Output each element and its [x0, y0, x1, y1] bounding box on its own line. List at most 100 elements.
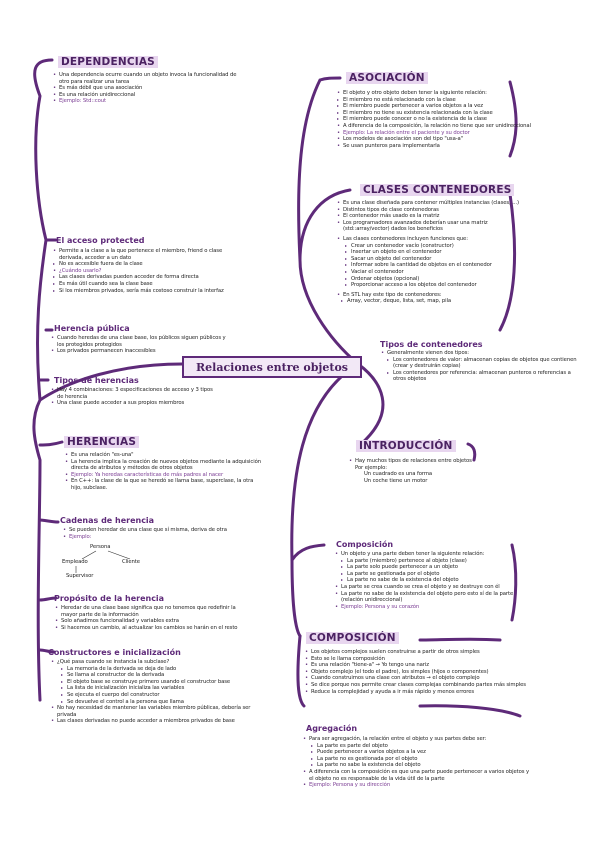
example-line: Un cuadrado es una forma — [364, 471, 433, 478]
list-item: La parte solo puede pertenecer a un obje… — [341, 564, 522, 571]
inheritance-chain-diagram: Persona Empleado Cliente Supervisor — [60, 544, 230, 584]
list-item: Vaciar el contenedor — [345, 269, 534, 276]
composicion-list: Los objetos complejos suelen construirse… — [302, 649, 552, 695]
list-item: Reduce la complejidad y ayuda a ir más r… — [305, 689, 552, 696]
list-item: Heredar de una clase base significa que … — [55, 605, 248, 618]
list-item: Los programadores avanzados deberían usa… — [337, 220, 534, 233]
dependencias-list: Una dependencia ocurre cuando un objeto … — [50, 72, 238, 105]
clases-contenedoras-list: Es una clase diseñada para contener múlt… — [334, 200, 534, 305]
introduccion-title: INTRODUCCIÓN — [356, 440, 456, 452]
list-item: El miembro no tiene su existencia relaci… — [337, 110, 556, 117]
list-item: Ejemplo: Std::cout — [53, 98, 238, 105]
list-item: Es una relación unidireccional — [53, 92, 238, 99]
list-item: La parte (miembro) pertenece al objeto (… — [341, 558, 522, 565]
list-item: Sacar un objeto del contenedor — [345, 256, 534, 263]
list-item: Ejemplo: Persona y su corazón — [335, 604, 522, 611]
list-item: La parte no sabe de la existencia del ob… — [335, 591, 522, 604]
list-item: La herencia implica la creación de nuevo… — [65, 459, 262, 472]
list-item: Ordenar objetos (opcional) — [345, 276, 534, 283]
asociacion-list: El objeto y otro objeto deben tener la s… — [334, 90, 556, 149]
cadenas-list: Se pueden heredar de una clase que sí mi… — [60, 527, 230, 540]
node-cliente: Cliente — [122, 559, 140, 565]
agregacion-list: Para ser agregación, la relación entre e… — [300, 736, 530, 789]
list-item: Cuando construimos una clase con atribut… — [305, 675, 552, 682]
list-item: La parte se crea cuando se crea el objet… — [335, 584, 522, 591]
list-item: ¿Qué pasa cuando se instancia la subclas… — [51, 659, 268, 666]
agregacion-title: Agregación — [306, 724, 358, 733]
list-item: No hay necesidad de mantener las variabl… — [51, 705, 268, 718]
chain-arrows — [75, 550, 131, 573]
list-item: Distintos tipos de clase contenedoras — [337, 207, 534, 214]
tipos-contenedores-list: Generalmente vienen dos tipos: Los conte… — [378, 350, 578, 383]
list-item: No es accesible fuera de la clase — [53, 261, 240, 268]
list-item: Generalmente vienen dos tipos: — [381, 350, 578, 357]
list-item: Se devuelve el control a la persona que … — [61, 699, 268, 706]
list-item: Si hacemos un cambio, al actualizar los … — [55, 625, 248, 632]
herencia-publica-title: Herencia pública — [54, 324, 130, 333]
asociacion-title: ASOCIACIÓN — [346, 72, 428, 84]
list-item: Es más útil cuando sea la clase base — [53, 281, 240, 288]
list-item: A diferencia con la composición es que u… — [303, 769, 530, 782]
list-item: Se dice porque nos permite crear clases … — [305, 682, 552, 689]
list-item: Los contenedores por referencia: almacen… — [387, 370, 578, 383]
list-item: Objeto complejo (el todo el padre), los … — [305, 669, 552, 676]
list-item: Es una relación "es-una" — [65, 452, 262, 459]
list-item: Se pueden heredar de una clase que sí mi… — [63, 527, 230, 534]
list-item: Si los miembros privados, sería más cost… — [53, 288, 240, 295]
list-item: Un objeto y una parte deben tener la sig… — [335, 551, 522, 558]
list-item: Las clases derivadas pueden acceder de f… — [53, 274, 240, 281]
list-item: Permite a la clase a la que pertenece el… — [53, 248, 240, 261]
example-label: Por ejemplo: — [355, 464, 387, 471]
list-item: Proporcionar acceso a los objetos del co… — [345, 282, 534, 289]
herencias-list: Es una relación "es-una" La herencia imp… — [62, 452, 262, 492]
node-empleado: Empleado — [62, 559, 88, 565]
list-item: Hay 4 combinaciones: 3 especificaciones … — [51, 387, 213, 400]
list-item: Insertar un objeto en el contenedor — [345, 249, 534, 256]
list-item: La parte es parte del objeto — [311, 743, 530, 750]
list-item: Las clases contenedores incluyen funcion… — [337, 236, 534, 243]
central-topic: Relaciones entre objetos — [182, 356, 362, 378]
list-item: Los privados permanecen inaccesibles — [51, 348, 228, 355]
composicion-sub-list: Un objeto y una parte deben tener la sig… — [332, 551, 522, 610]
list-item: Los objetos complejos suelen construirse… — [305, 649, 552, 656]
list-item: Ejemplo: La relación entre el paciente y… — [337, 130, 556, 137]
list-item: Es una relación "tiene-a" → Yo tengo una… — [305, 662, 552, 669]
list-item: Ejemplo: Persona y su dirección — [303, 782, 530, 789]
list-item: Los contenedores de valor: almacenan cop… — [387, 357, 578, 370]
cadenas-title: Cadenas de herencia — [60, 516, 155, 525]
list-item: La memoria de la derivada se deja de lad… — [61, 666, 268, 673]
list-item: Esto se le llama composición — [305, 656, 552, 663]
list-item: La lista de inicialización inicializa la… — [61, 685, 268, 692]
list-item: En C++: la clase de la que se heredó se … — [65, 478, 262, 491]
list-item: Una clase puede acceder a sus propios mi… — [51, 400, 213, 407]
list-item: Cuando heredas de una clase base, los pú… — [51, 335, 228, 348]
list-item: Las clases derivadas no puede acceder a … — [51, 718, 268, 725]
list-item: Es una clase diseñada para contener múlt… — [337, 200, 534, 207]
list-item: Para ser agregación, la relación entre e… — [303, 736, 530, 743]
clases-contenedoras-title: CLASES CONTENEDORES — [360, 184, 515, 196]
list-item: Ejemplo: — [63, 534, 230, 541]
node-persona: Persona — [90, 544, 111, 550]
list-item: La parte no sabe la existencia del objet… — [311, 762, 530, 769]
list-item: Crear un contenedor vacío (constructor) — [345, 243, 534, 250]
acceso-list: Permite a la clase a la que pertenece el… — [50, 248, 240, 294]
list-item: El miembro puede pertenecer a varios obj… — [337, 103, 556, 110]
introduccion-list: Hay muchos tipos de relaciones entre obj… — [346, 458, 546, 484]
proposito-title: Propósito de la herencia — [54, 594, 165, 603]
list-item: Array, vector, deque, lista, set, map, p… — [341, 298, 534, 305]
list-item: Una dependencia ocurre cuando un objeto … — [53, 72, 238, 85]
example-line: Un coche tiene un motor — [364, 477, 428, 484]
tipos-contenedores-title: Tipos de contenedores — [380, 340, 483, 349]
composicion-title: COMPOSICIÓN — [306, 632, 399, 644]
list-item: En STL hay este tipo de contenedores: — [337, 292, 534, 299]
tipos-herencias-list: Hay 4 combinaciones: 3 especificaciones … — [48, 387, 213, 407]
list-item: Hay muchos tipos de relaciones entre obj… — [349, 458, 546, 465]
list-item: El miembro no está relacionado con la cl… — [337, 97, 556, 104]
list-item: Solo añadimos funcionalidad y variables … — [55, 618, 248, 625]
list-item: El contenedor más usado es la matriz — [337, 213, 534, 220]
composicion-sub-title: Composición — [336, 540, 394, 549]
list-item: Se ejecuta el cuerpo del constructor — [61, 692, 268, 699]
list-item: El objeto y otro objeto deben tener la s… — [337, 90, 556, 97]
list-item: La parte no es gestionada por el objeto — [311, 756, 530, 763]
list-item: Ejemplo: Ya heredas características de m… — [65, 472, 262, 479]
